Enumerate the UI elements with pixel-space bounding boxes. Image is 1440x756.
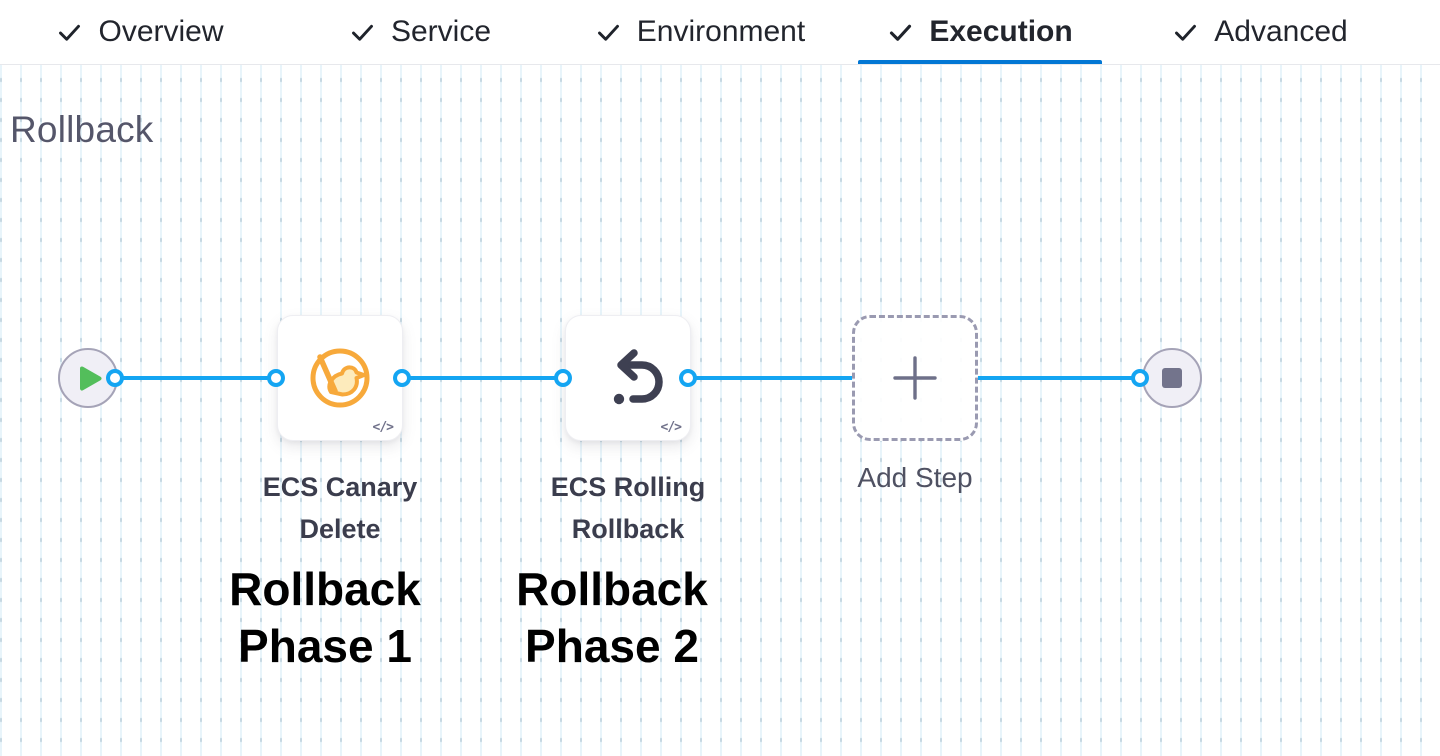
rollback-arrow-icon xyxy=(613,349,663,405)
wizard-tabbar: Overview Service Environment Execution A… xyxy=(0,0,1440,65)
pipeline-end-node[interactable] xyxy=(1142,348,1202,408)
check-icon xyxy=(597,24,619,41)
play-icon xyxy=(80,366,102,390)
edge-addstep-to-end xyxy=(976,376,1142,380)
tab-execution[interactable]: Execution xyxy=(840,0,1120,64)
step-card-ecs-rolling-rollback[interactable]: </> xyxy=(565,315,691,441)
port-step1-in xyxy=(267,369,285,387)
tab-label: Service xyxy=(390,15,492,48)
check-icon xyxy=(1175,24,1197,41)
tab-label: Advanced xyxy=(1214,15,1348,48)
tab-label: Execution xyxy=(929,15,1073,48)
tab-environment[interactable]: Environment xyxy=(560,0,840,64)
edge-start-to-step1 xyxy=(115,376,277,380)
add-step-button[interactable] xyxy=(852,315,978,441)
annotation-rollback-phase-2: Rollback Phase 2 xyxy=(516,563,708,672)
check-icon xyxy=(890,24,912,41)
step-label-ecs-canary-delete: ECS Canary Delete xyxy=(262,472,418,544)
tab-label: Overview xyxy=(98,15,224,48)
port-step2-in xyxy=(554,369,572,387)
code-template-icon: </> xyxy=(660,420,683,435)
plus-icon xyxy=(893,356,937,400)
stop-icon xyxy=(1162,368,1182,388)
canary-delete-icon xyxy=(310,348,370,408)
port-start-out xyxy=(106,369,124,387)
section-title: Rollback xyxy=(10,109,154,150)
annotation-rollback-phase-1: Rollback Phase 1 xyxy=(229,563,421,672)
tab-overview[interactable]: Overview xyxy=(0,0,280,64)
code-template-icon: </> xyxy=(372,420,395,435)
port-step2-out xyxy=(679,369,697,387)
port-step1-out xyxy=(393,369,411,387)
check-icon xyxy=(59,24,81,41)
pipeline-canvas[interactable]: Rollback </> </> xyxy=(0,65,1440,756)
tab-advanced[interactable]: Advanced xyxy=(1120,0,1400,64)
tab-service[interactable]: Service xyxy=(280,0,560,64)
tab-label: Environment xyxy=(636,15,806,48)
step-label-ecs-rolling-rollback: ECS Rolling Rollback xyxy=(550,472,706,544)
check-icon xyxy=(352,24,373,41)
edge-step1-to-step2 xyxy=(402,376,564,380)
add-step-label: Add Step xyxy=(857,462,973,493)
step-card-ecs-canary-delete[interactable]: </> xyxy=(277,315,403,441)
edge-step2-to-addstep xyxy=(688,376,855,380)
port-end-in xyxy=(1131,369,1149,387)
